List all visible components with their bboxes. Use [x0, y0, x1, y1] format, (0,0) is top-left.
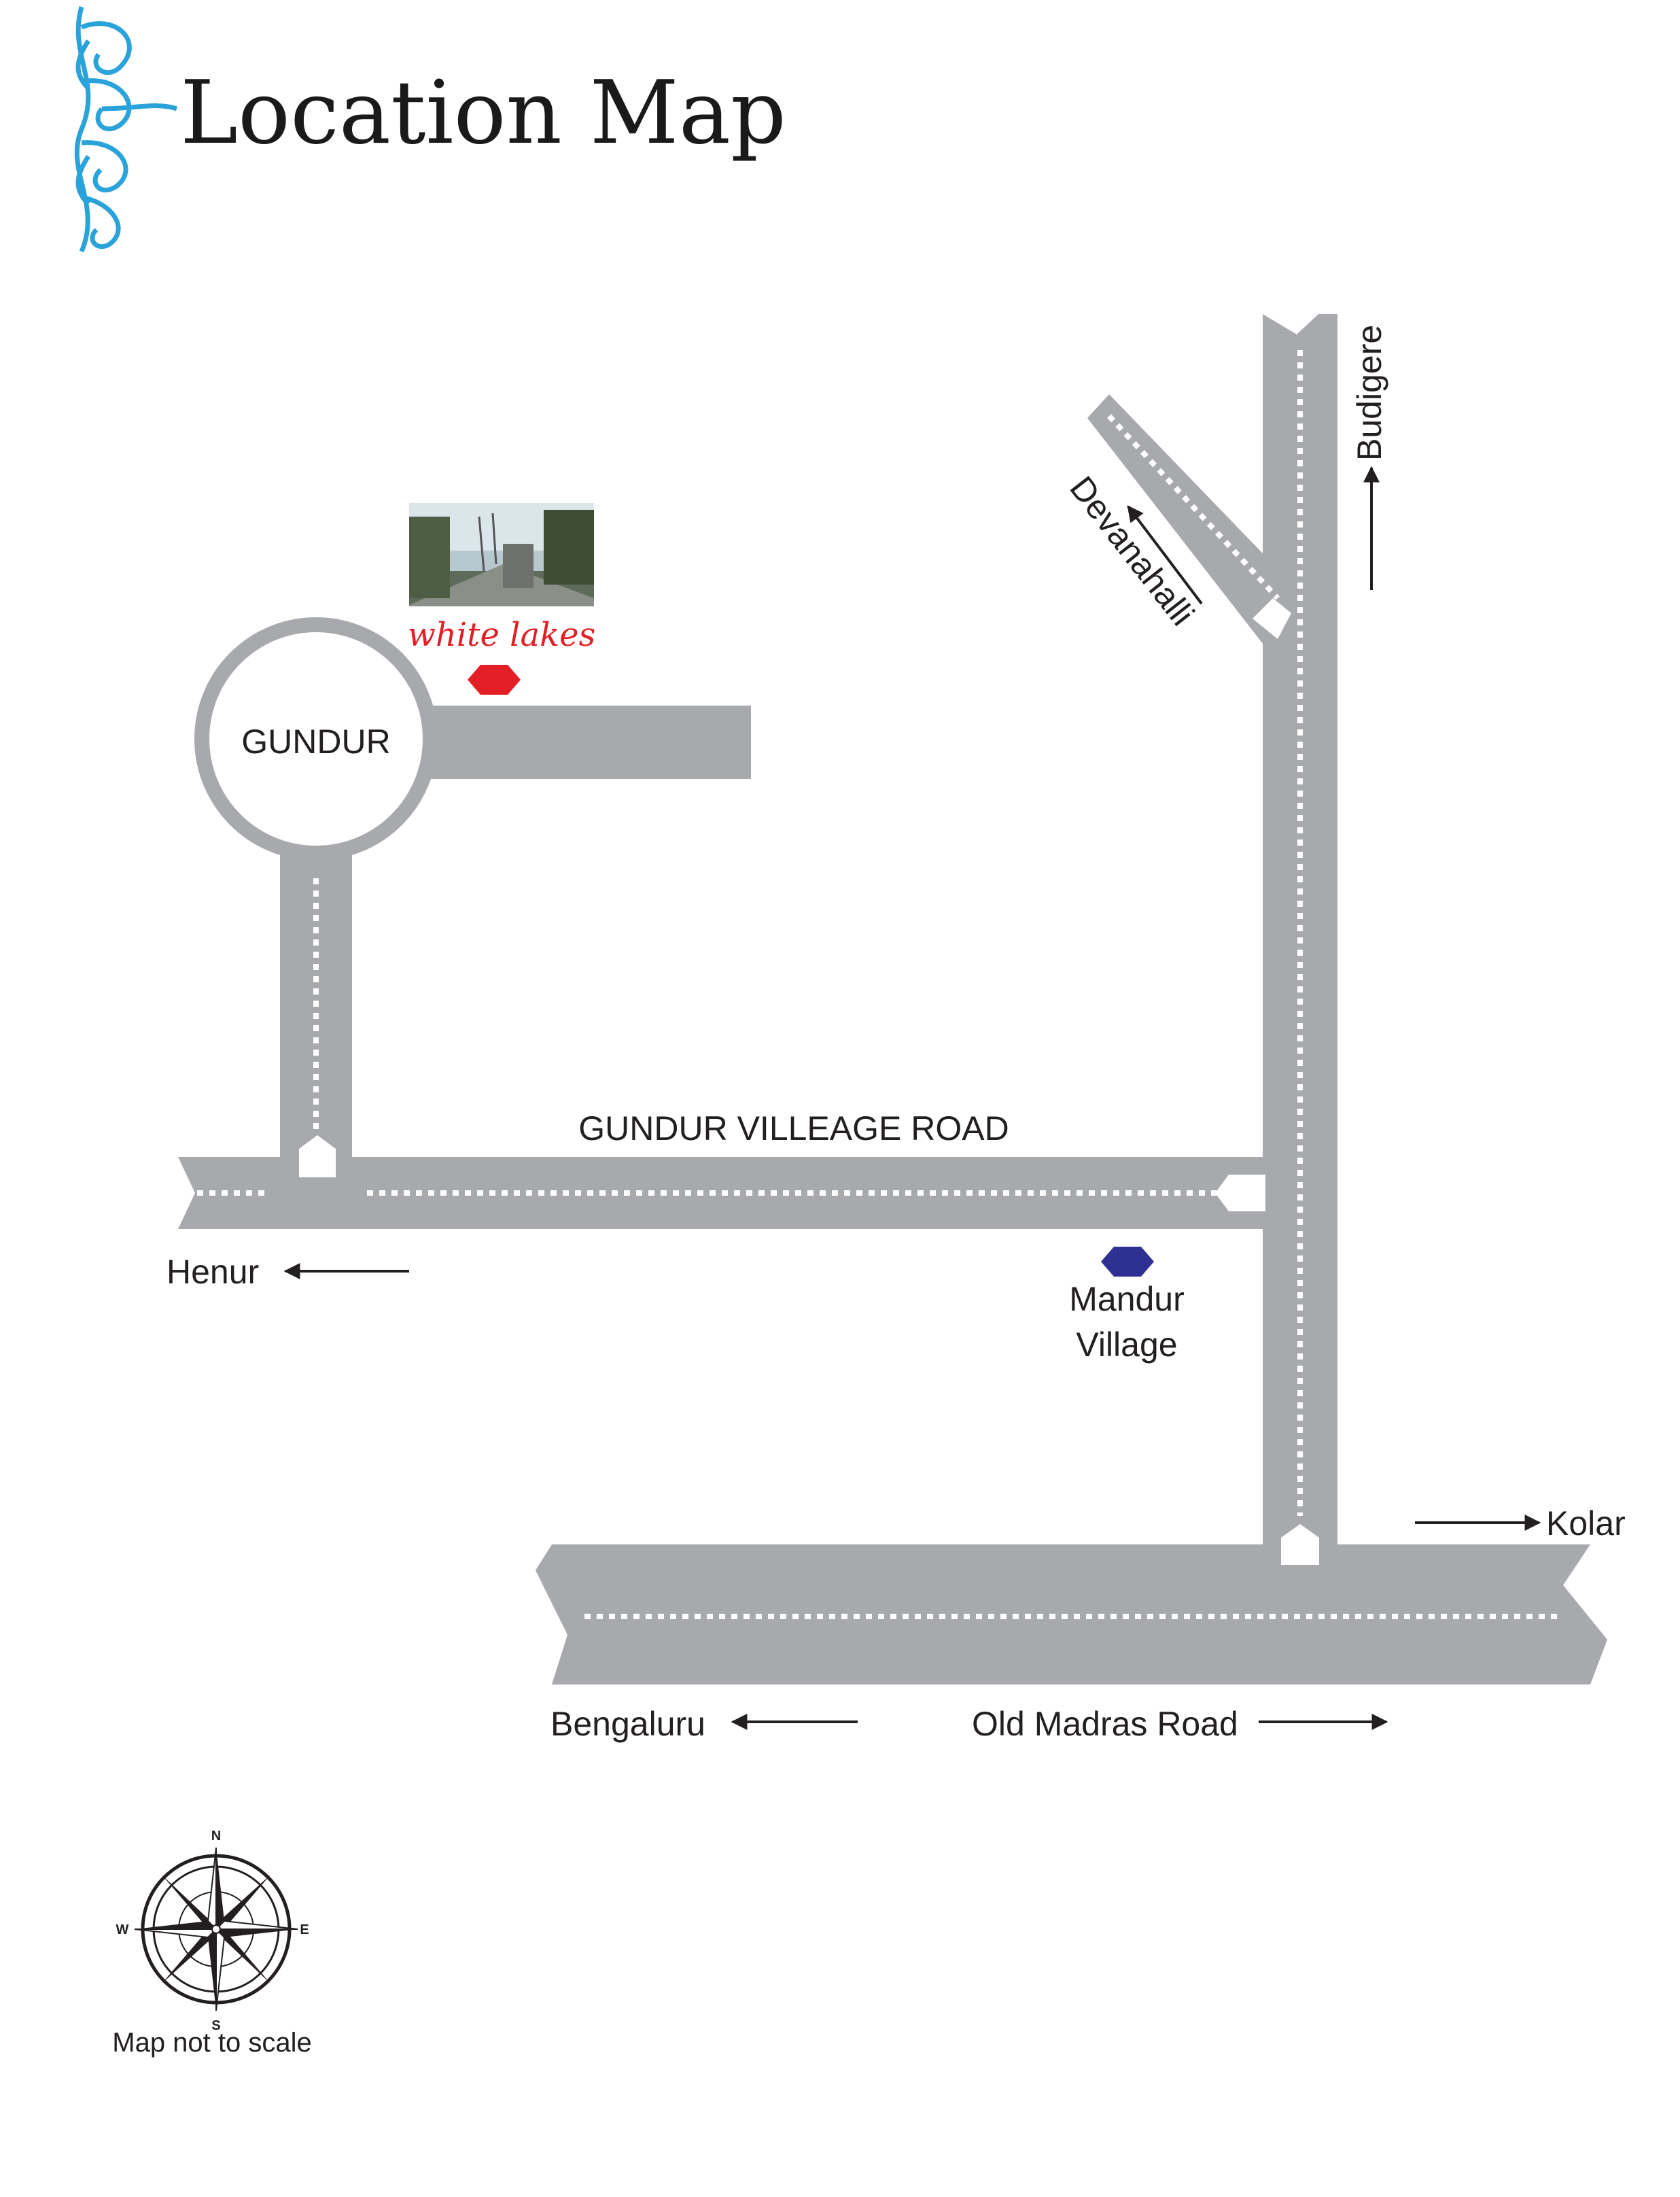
- old-madras-road-label: Old Madras Road: [972, 1705, 1238, 1743]
- project-name: white lakes: [408, 616, 595, 654]
- road-center-lines: [197, 350, 1560, 1619]
- compass-south-label: S: [211, 2018, 220, 2033]
- roads: [178, 314, 1607, 1684]
- compass-rose-icon: [134, 1847, 298, 2011]
- gundur-village-road: [178, 1157, 1263, 1229]
- map-scale-note: Map not to scale: [112, 2028, 312, 2058]
- compass-west-label: W: [116, 1922, 129, 1937]
- compass-east-label: E: [300, 1922, 309, 1937]
- gundur-label: GUNDUR: [241, 723, 390, 761]
- devanahalli-road: [1087, 394, 1299, 647]
- compass-north-label: N: [211, 1829, 221, 1844]
- henur-label: Henur: [167, 1253, 259, 1291]
- mandur-village-marker[interactable]: [1101, 1247, 1154, 1277]
- junction-markers: [299, 598, 1319, 1565]
- kolar-label: Kolar: [1546, 1504, 1626, 1542]
- gundur-village-road-label: GUNDUR VILLEAGE ROAD: [578, 1109, 1009, 1147]
- devanahalli-arrow-icon: [1127, 505, 1203, 605]
- page-title: Location Map: [180, 63, 786, 164]
- ornament-icon: [74, 6, 178, 253]
- mandur-village-label-line1: Mandur: [1069, 1280, 1185, 1318]
- bengaluru-label: Bengaluru: [550, 1705, 705, 1743]
- project-photo: [409, 503, 594, 606]
- gundur-south-road: [280, 851, 352, 1171]
- project-location-marker[interactable]: [468, 665, 521, 695]
- old-madras-road: [536, 1544, 1607, 1684]
- mandur-village-label-line2: Village: [1076, 1326, 1177, 1364]
- project-access-road: [431, 706, 751, 779]
- budigere-label: Budigere: [1350, 325, 1388, 461]
